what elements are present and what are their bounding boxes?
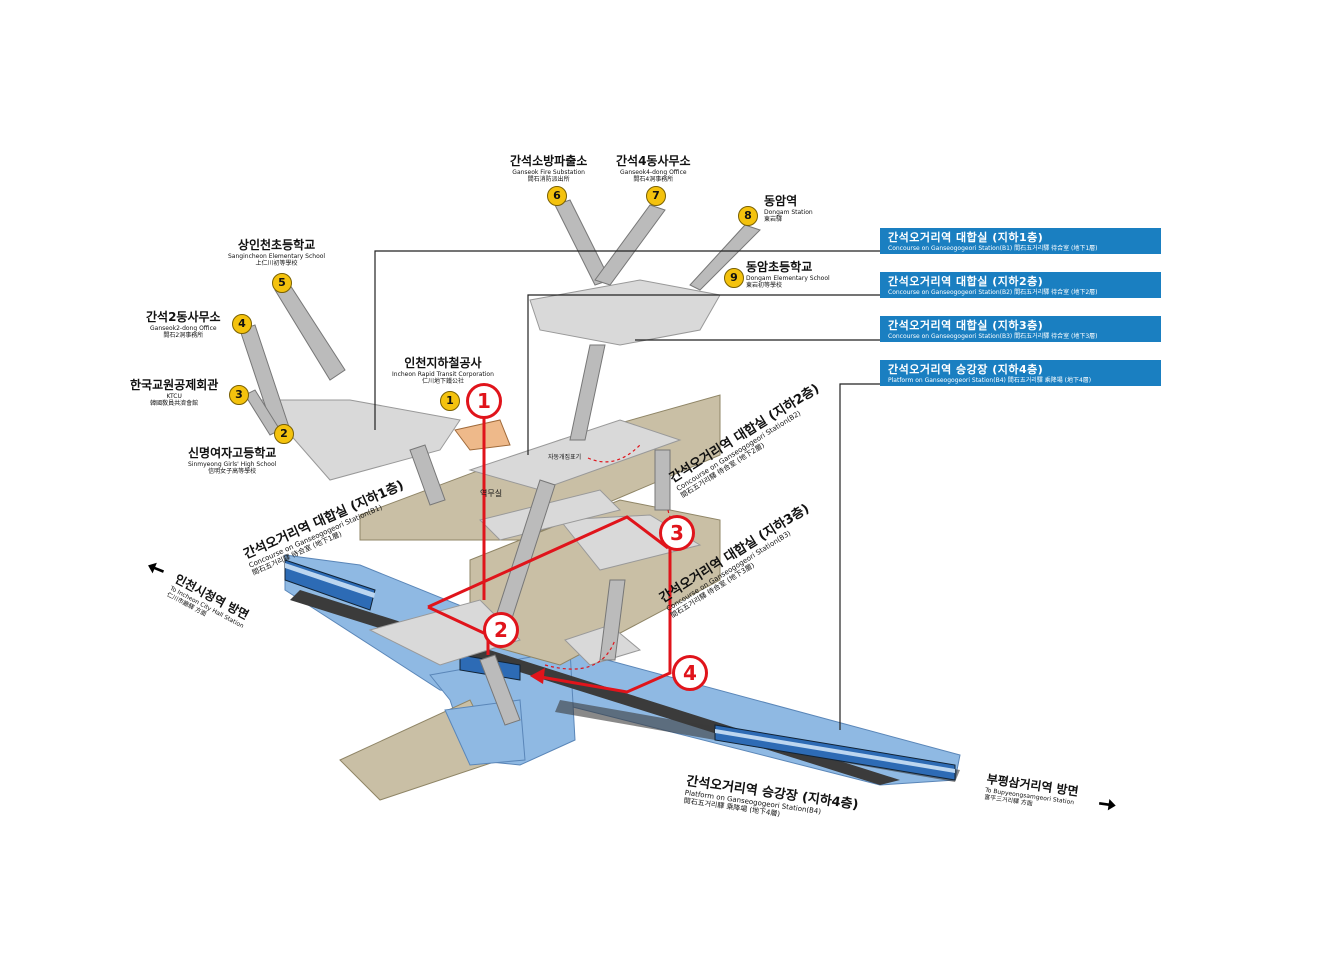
route-step-3: 3 — [659, 515, 695, 551]
legend-b4-title: 간석오거리역 승강장 (지하4층) — [888, 363, 1044, 376]
legend-b2-sub: Concourse on Ganseogogeori Station(B2) 間… — [888, 289, 1098, 296]
exit-6-badge: 6 — [547, 186, 567, 206]
route-dotted — [544, 444, 676, 670]
leader-lines — [374, 250, 880, 730]
exit-9-badge: 9 — [724, 268, 744, 288]
exit-6-label: 간석소방파출소 Ganseok Fire Substation 間石消防派出所 — [510, 154, 588, 183]
exit-7-label: 간석4동사무소 Ganseok4-dong Office 間石4洞事務所 — [616, 154, 691, 183]
concourse-b1 — [258, 279, 721, 481]
legend-b4-sub: Platform on Ganseogogeori Station(B4) 間石… — [888, 377, 1092, 384]
exit-3-label: 한국교원공제회관 KTCU 韓國敎員共濟會館 — [130, 378, 219, 407]
exit-1-badge: 1 — [440, 391, 460, 411]
exit-9-label: 동암초등학교 Dongam Elementary School 東岩初等學校 — [746, 260, 830, 289]
exit-7-badge: 7 — [646, 186, 666, 206]
exit-2-label: 신명여자고등학교 Sinmyeong Girls' High School 信明… — [188, 446, 277, 475]
train-right — [714, 724, 956, 781]
legend-b3-sub: Concourse on Ganseogogeori Station(B3) 間… — [888, 333, 1098, 340]
legend-b3-title: 간석오거리역 대합실 (지하3층) — [888, 319, 1044, 332]
legend-b1: 간석오거리역 대합실 (지하1층) Concourse on Ganseogog… — [880, 228, 1161, 254]
ticket-office-label: 역무실 — [480, 489, 503, 498]
train-left — [284, 559, 521, 681]
exit-3-badge: 3 — [229, 385, 249, 405]
exit-4-label: 간석2동사무소 Ganseok2-dong Office 間石2洞事務所 — [146, 310, 221, 339]
legend-b2-title: 간석오거리역 대합실 (지하2층) — [888, 275, 1044, 288]
route-step-1: 1 — [466, 383, 502, 419]
exit-4-badge: 4 — [232, 314, 252, 334]
legend-b2: 간석오거리역 대합실 (지하2층) Concourse on Ganseogog… — [880, 272, 1161, 298]
exit-1-label: 인천지하철공사 Incheon Rapid Transit Corporatio… — [392, 356, 494, 385]
exit-2-badge: 2 — [274, 424, 294, 444]
ticket-machine-label: 자동개집표기 — [548, 454, 582, 461]
exit-8-badge: 8 — [738, 206, 758, 226]
exit-5-badge: 5 — [272, 273, 292, 293]
legend-b1-title: 간석오거리역 대합실 (지하1층) — [888, 231, 1044, 244]
legend-b1-sub: Concourse on Ganseogogeori Station(B1) 間… — [888, 245, 1098, 252]
concourse-b2 — [359, 394, 721, 541]
stairs — [239, 199, 761, 726]
route-path — [427, 415, 672, 694]
route-step-4: 4 — [672, 655, 708, 691]
legend-b4: 간석오거리역 승강장 (지하4층) Platform on Ganseogoge… — [880, 360, 1161, 386]
legend-b3: 간석오거리역 대합실 (지하3층) Concourse on Ganseogog… — [880, 316, 1161, 342]
exit-5-label: 상인천초등학교 Sangincheon Elementary School 上仁… — [228, 238, 326, 267]
exit-8-label: 동암역 Dongam Station 東岩驛 — [764, 194, 813, 223]
route-step-2: 2 — [483, 612, 519, 648]
